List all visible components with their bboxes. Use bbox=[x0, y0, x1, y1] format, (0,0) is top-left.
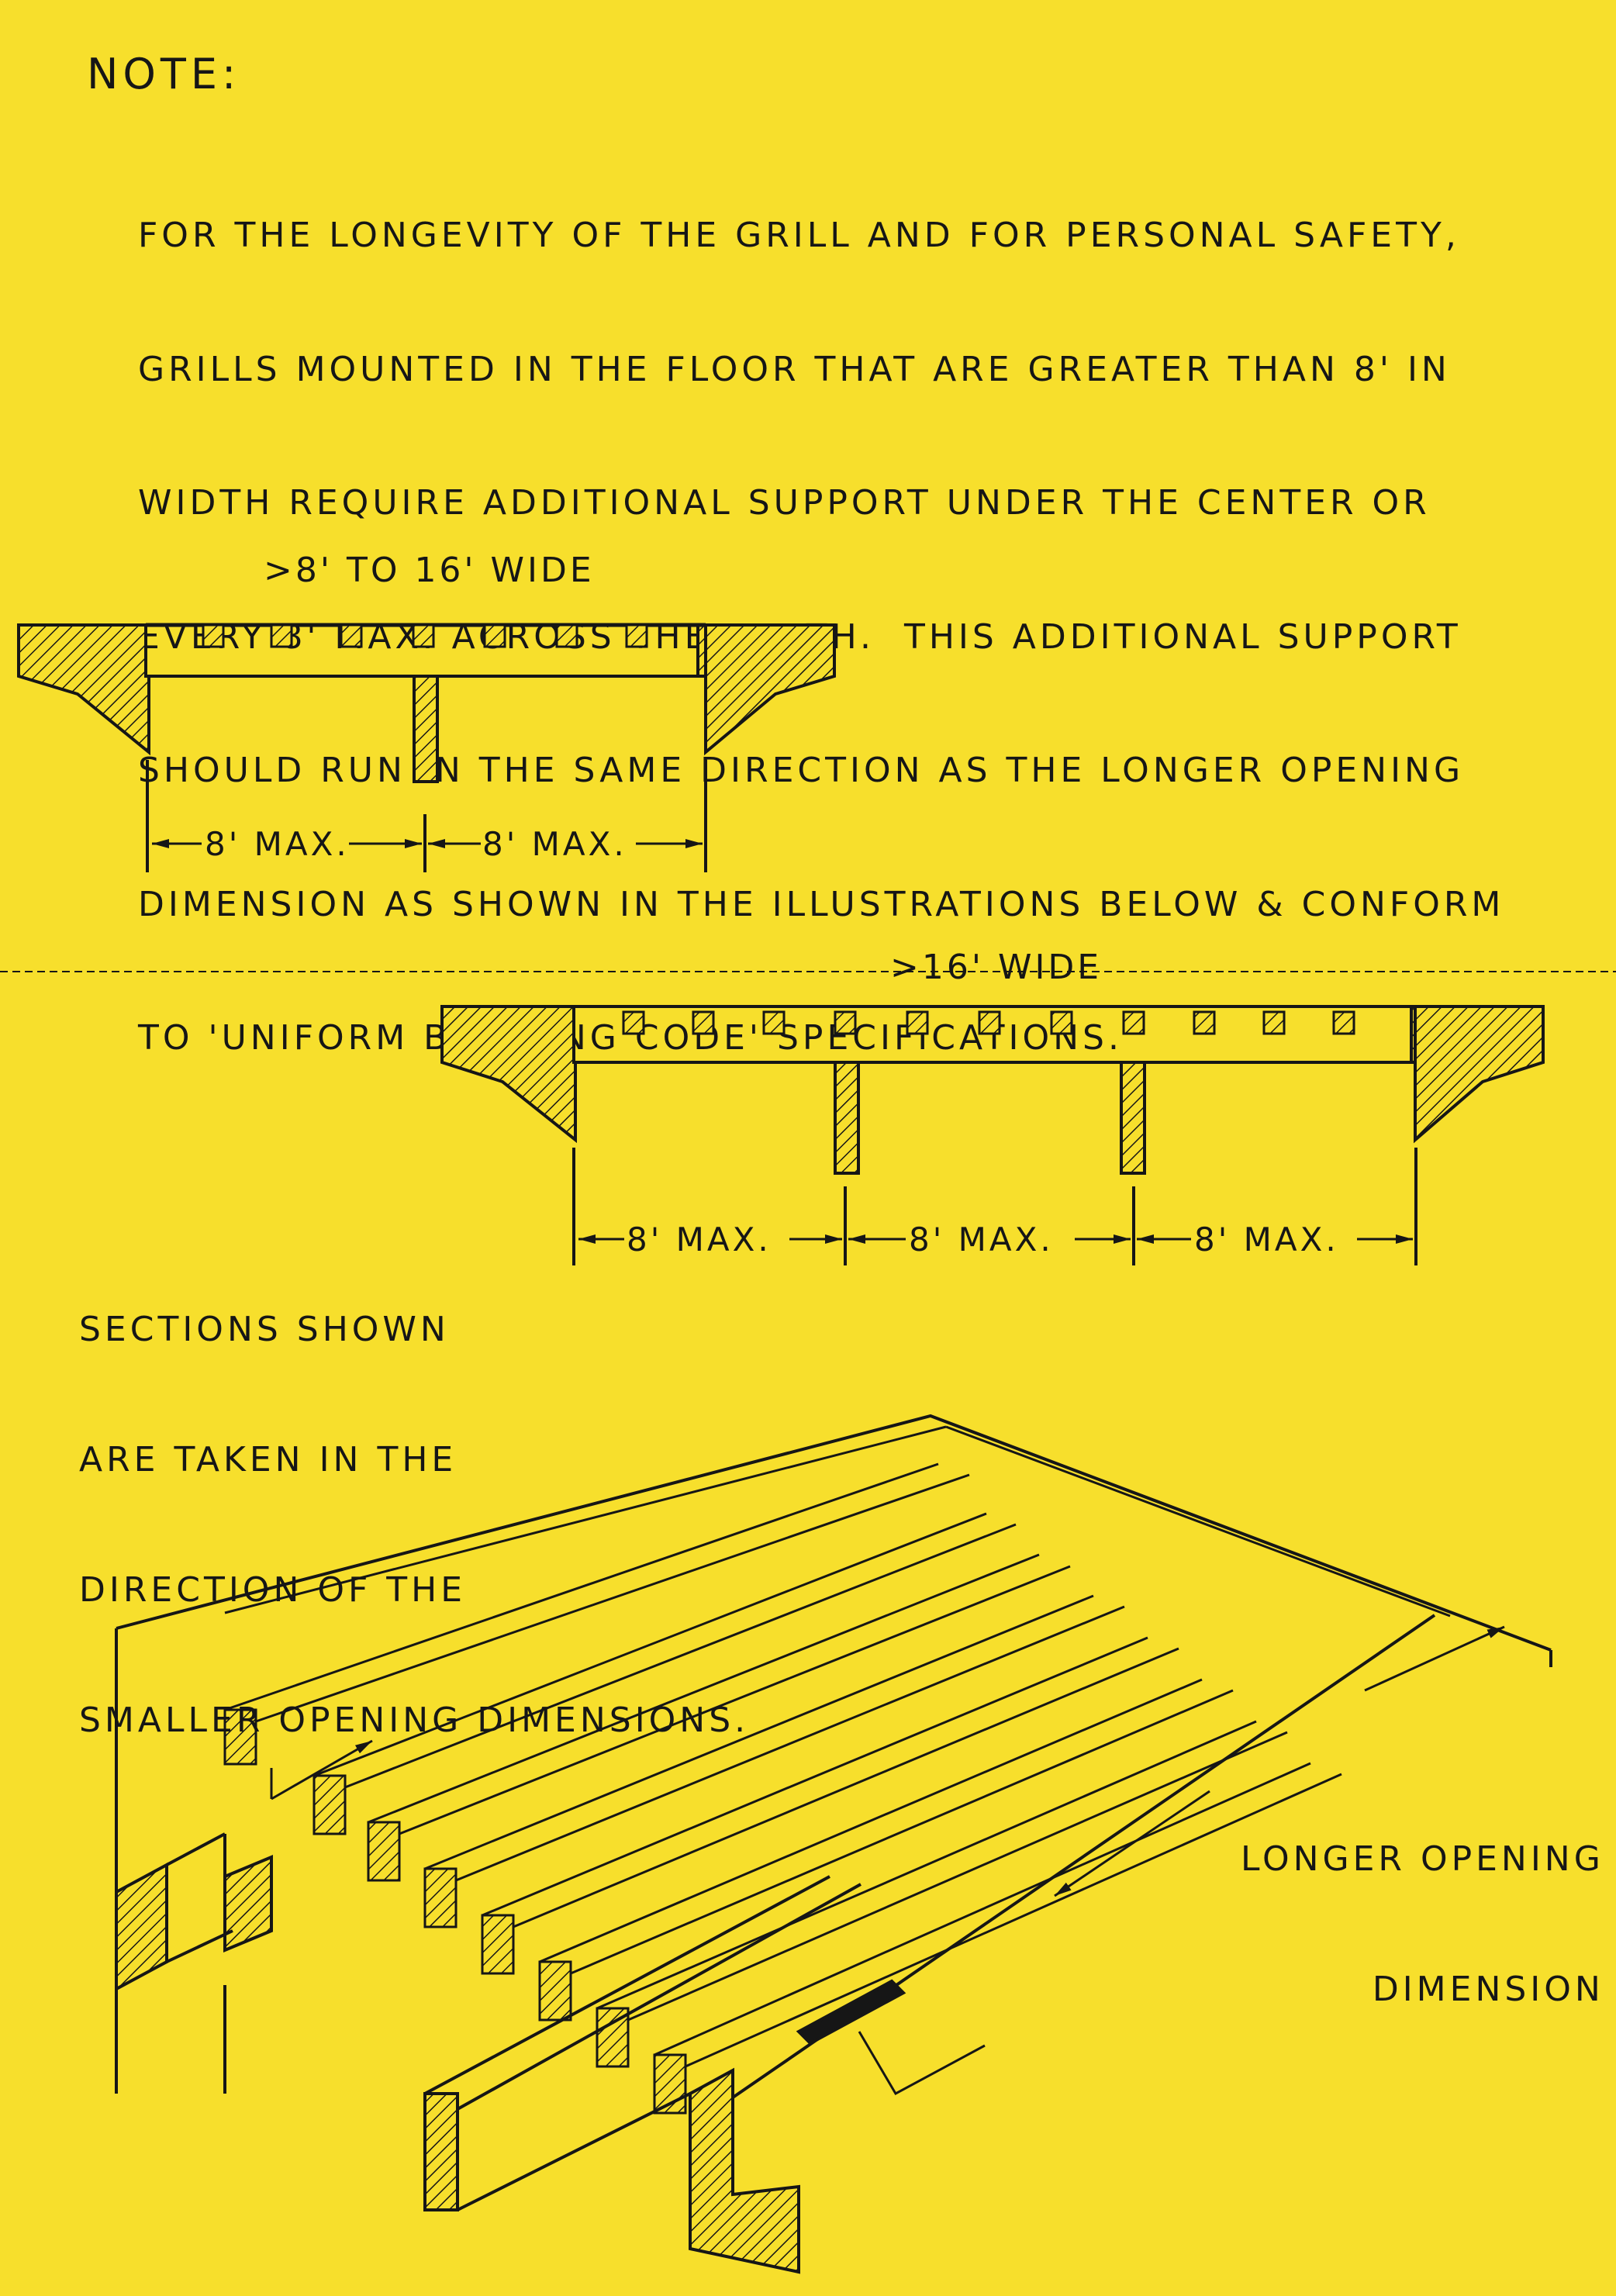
label-line: DIMENSION bbox=[1372, 1970, 1604, 2009]
right-wall bbox=[1410, 1005, 1545, 1144]
left-wall bbox=[115, 1862, 168, 1992]
center-support bbox=[413, 675, 439, 783]
grill-rails bbox=[224, 1462, 1342, 2068]
section-large-title: >16' WIDE bbox=[890, 948, 1102, 987]
section-large: >16' WIDE 8' MAX. bbox=[440, 948, 1545, 1265]
note-line: GRILLS MOUNTED IN THE FLOOR THAT ARE GRE… bbox=[138, 349, 1451, 389]
left-wall bbox=[440, 1005, 577, 1144]
grill-bars bbox=[622, 1010, 1355, 1035]
grill-frame bbox=[572, 1005, 1417, 1064]
dimension-label: 8' MAX. bbox=[205, 825, 350, 863]
longer-dimension-label: LONGER OPENING DIMENSION bbox=[1241, 1751, 1604, 2055]
caption-line: SECTIONS SHOWN bbox=[79, 1310, 450, 1349]
note-line: WIDTH REQUIRE ADDITIONAL SUPPORT UNDER T… bbox=[138, 483, 1431, 523]
caption-line: ARE TAKEN IN THE bbox=[79, 1440, 458, 1479]
left-wall bbox=[17, 623, 150, 756]
right-wall bbox=[696, 623, 836, 756]
caption-line: DIRECTION OF THE bbox=[79, 1570, 467, 1610]
support-beam bbox=[1120, 1061, 1146, 1175]
support-beam-marker bbox=[796, 1979, 906, 2046]
dimension-label: 8' MAX. bbox=[1194, 1221, 1339, 1258]
grill-bars bbox=[202, 623, 648, 648]
support-beam bbox=[834, 1061, 860, 1175]
sections-caption: SECTIONS SHOWN ARE TAKEN IN THE DIRECTIO… bbox=[79, 1221, 749, 1786]
frame-outline bbox=[116, 1414, 1552, 1652]
note-body: FOR THE LONGEVITY OF THE GRILL AND FOR P… bbox=[138, 124, 1504, 1105]
isometric-grill bbox=[115, 1414, 1552, 2274]
section-small-title: >8' TO 16' WIDE bbox=[264, 551, 595, 590]
dimension-label: 8' MAX. bbox=[909, 1221, 1054, 1258]
caption-line: SMALLER OPENING DIMENSIONS. bbox=[79, 1700, 750, 1740]
right-wall bbox=[689, 2067, 800, 2274]
note-line: DIMENSION AS SHOWN IN THE ILLUSTRATIONS … bbox=[138, 884, 1505, 924]
label-line: LONGER OPENING bbox=[1241, 1839, 1604, 1879]
section-small: >8' TO 16' WIDE 8' MAX. 8' MAX. bbox=[17, 551, 836, 872]
note-line: FOR THE LONGEVITY OF THE GRILL AND FOR P… bbox=[138, 216, 1460, 255]
dimension-label: 8' MAX. bbox=[627, 1221, 772, 1258]
note-heading: NOTE: bbox=[87, 50, 241, 98]
support-beam bbox=[423, 2092, 459, 2211]
dimension-label: 8' MAX. bbox=[482, 825, 627, 863]
